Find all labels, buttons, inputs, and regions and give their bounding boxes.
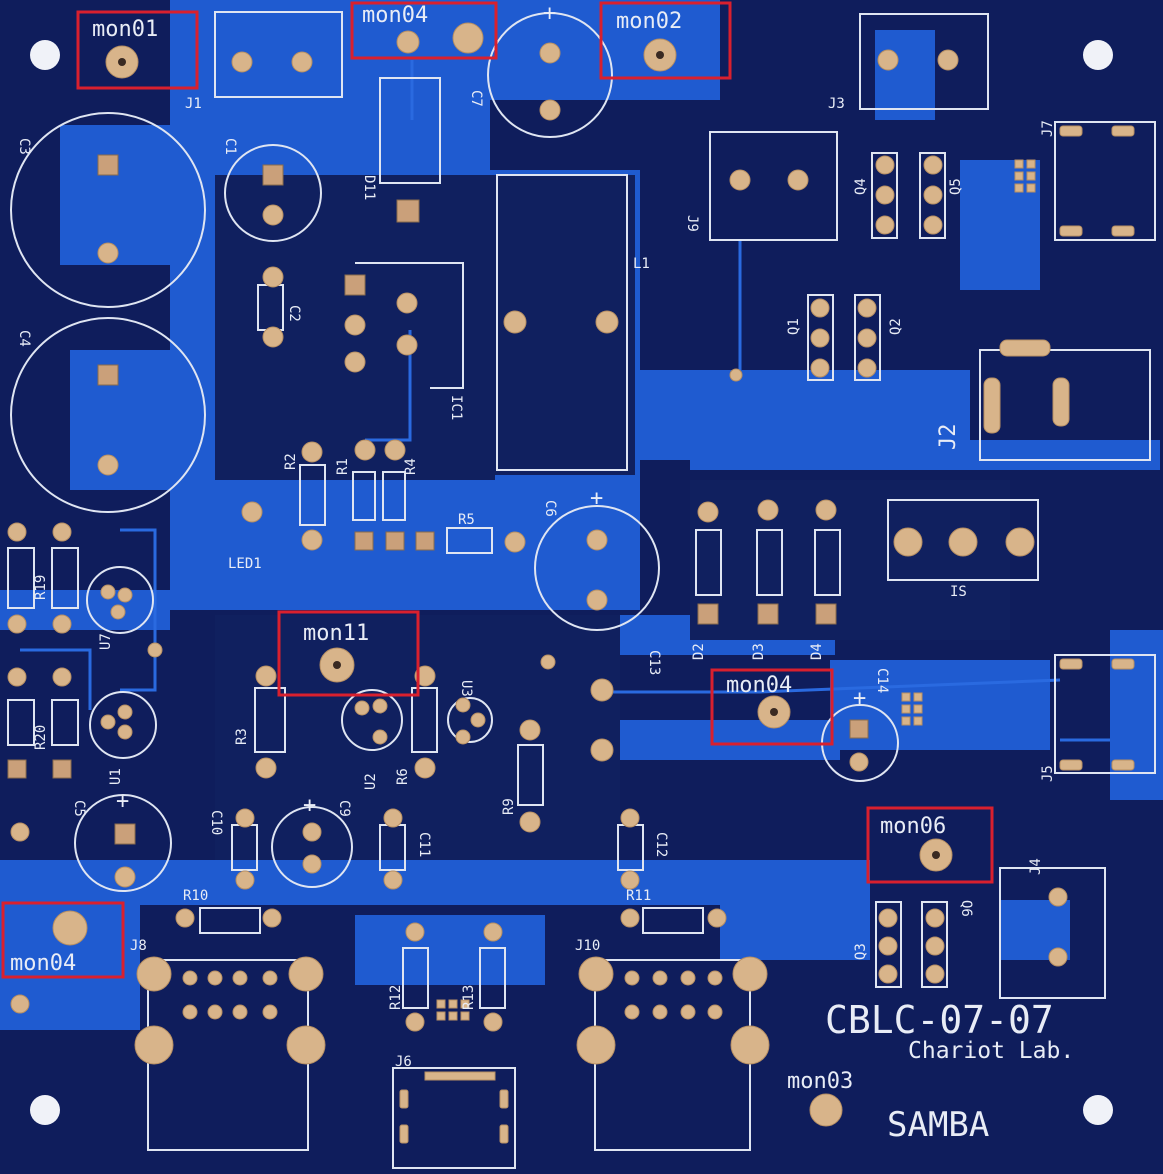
ref-r10: R10 — [183, 888, 208, 904]
plus-c9: + — [303, 793, 316, 818]
ref-c5: C5 — [71, 800, 87, 817]
board-maker: Chariot Lab. — [908, 1038, 1074, 1064]
label-mon04-top: mon04 — [362, 3, 428, 28]
ref-r6: R6 — [395, 768, 411, 785]
ref-j1: J1 — [185, 96, 202, 112]
ref-j10: J10 — [575, 938, 600, 954]
mount-hole-top-right — [1083, 40, 1113, 70]
ref-r13: R13 — [461, 985, 477, 1010]
ref-led1: LED1 — [228, 556, 262, 572]
mount-hole-bottom-left — [30, 1095, 60, 1125]
through-hole-pads — [7, 22, 1135, 1144]
monitor-labels: mon01 mon04 mon02 mon11 mon04 mon06 mon0… — [10, 3, 946, 1094]
ref-ic1: IC1 — [448, 395, 464, 420]
board-title: CBLC-07-07 — [825, 998, 1054, 1042]
ref-r19: R19 — [33, 575, 49, 600]
ref-r2: R2 — [283, 453, 299, 470]
board-titles: CBLC-07-07 Chariot Lab. SAMBA — [825, 998, 1074, 1145]
ref-j9: J9 — [684, 215, 700, 232]
designators: C3 C4 C1 C2 J1 C7 D11 J3 J7 J9 L1 Q4 Q5 … — [16, 90, 1056, 1070]
ref-c2: C2 — [286, 305, 302, 322]
plus-c14: + — [853, 686, 866, 711]
plus-c5: + — [116, 789, 129, 814]
highlight-mon02 — [599, 1, 732, 80]
ref-r5: R5 — [458, 512, 475, 528]
mounting-holes — [30, 40, 1113, 1125]
ref-r12: R12 — [388, 985, 404, 1010]
ref-c4: C4 — [16, 330, 32, 347]
ref-r11: R11 — [626, 888, 651, 904]
ref-r1: R1 — [335, 458, 351, 475]
label-mon11: mon11 — [303, 621, 369, 646]
ref-q6: Q6 — [958, 900, 974, 917]
ref-q2: Q2 — [888, 318, 904, 335]
ref-c11: C11 — [416, 832, 432, 857]
highlight-mon04-mid — [710, 668, 834, 746]
ref-q5: Q5 — [948, 178, 964, 195]
label-mon04-mid: mon04 — [726, 673, 792, 698]
ref-c14: C14 — [874, 668, 890, 693]
label-mon02: mon02 — [616, 9, 682, 34]
ref-l1: L1 — [633, 256, 650, 272]
label-mon03: mon03 — [787, 1069, 853, 1094]
ref-j6: J6 — [395, 1054, 412, 1070]
mount-hole-bottom-right — [1083, 1095, 1113, 1125]
ref-u2: U2 — [363, 773, 379, 790]
ref-j8: J8 — [130, 938, 147, 954]
polarity-marks: + + + + + — [116, 1, 866, 818]
plus-c6: + — [590, 486, 603, 511]
highlight-mon04-left — [1, 901, 125, 979]
ref-c7: C7 — [468, 90, 484, 107]
label-mon06: mon06 — [880, 814, 946, 839]
ref-c9: C9 — [336, 800, 352, 817]
plus-c7: + — [543, 1, 556, 26]
label-mon04-left: mon04 — [10, 951, 76, 976]
highlight-mon11 — [277, 610, 420, 697]
ref-u7: U7 — [98, 633, 114, 650]
ref-j5: J5 — [1040, 765, 1056, 782]
ref-j2: J2 — [936, 424, 961, 451]
ref-c6: C6 — [542, 500, 558, 517]
highlight-mon01 — [76, 10, 199, 90]
ref-q1: Q1 — [786, 318, 802, 335]
ref-c1: C1 — [222, 138, 238, 155]
ref-j4: J4 — [1028, 858, 1044, 875]
ref-c13: C13 — [646, 650, 662, 675]
board-project: SAMBA — [887, 1105, 989, 1145]
monitor-highlights — [1, 1, 994, 979]
traces — [20, 60, 1110, 742]
highlight-mon04-top — [350, 1, 498, 60]
ref-d11: D11 — [361, 175, 377, 200]
ref-is: IS — [950, 584, 967, 600]
ref-j7: J7 — [1040, 120, 1056, 137]
ref-c3: C3 — [16, 138, 32, 155]
ref-r9: R9 — [501, 798, 517, 815]
mount-hole-top-left — [30, 40, 60, 70]
ref-d3: D3 — [751, 643, 767, 660]
ref-r3: R3 — [234, 728, 250, 745]
ref-q4: Q4 — [853, 178, 869, 195]
ref-r4: R4 — [403, 458, 419, 475]
ref-d2: D2 — [691, 643, 707, 660]
highlight-mon06 — [866, 806, 994, 884]
ref-u3: U3 — [458, 680, 474, 697]
ref-u1: U1 — [108, 768, 124, 785]
ref-r20: R20 — [33, 725, 49, 750]
label-mon01: mon01 — [92, 17, 158, 42]
ref-c10: C10 — [208, 810, 224, 835]
ref-c12: C12 — [653, 832, 669, 857]
ref-q3: Q3 — [853, 943, 869, 960]
ref-d4: D4 — [809, 643, 825, 660]
ref-j3: J3 — [828, 96, 845, 112]
